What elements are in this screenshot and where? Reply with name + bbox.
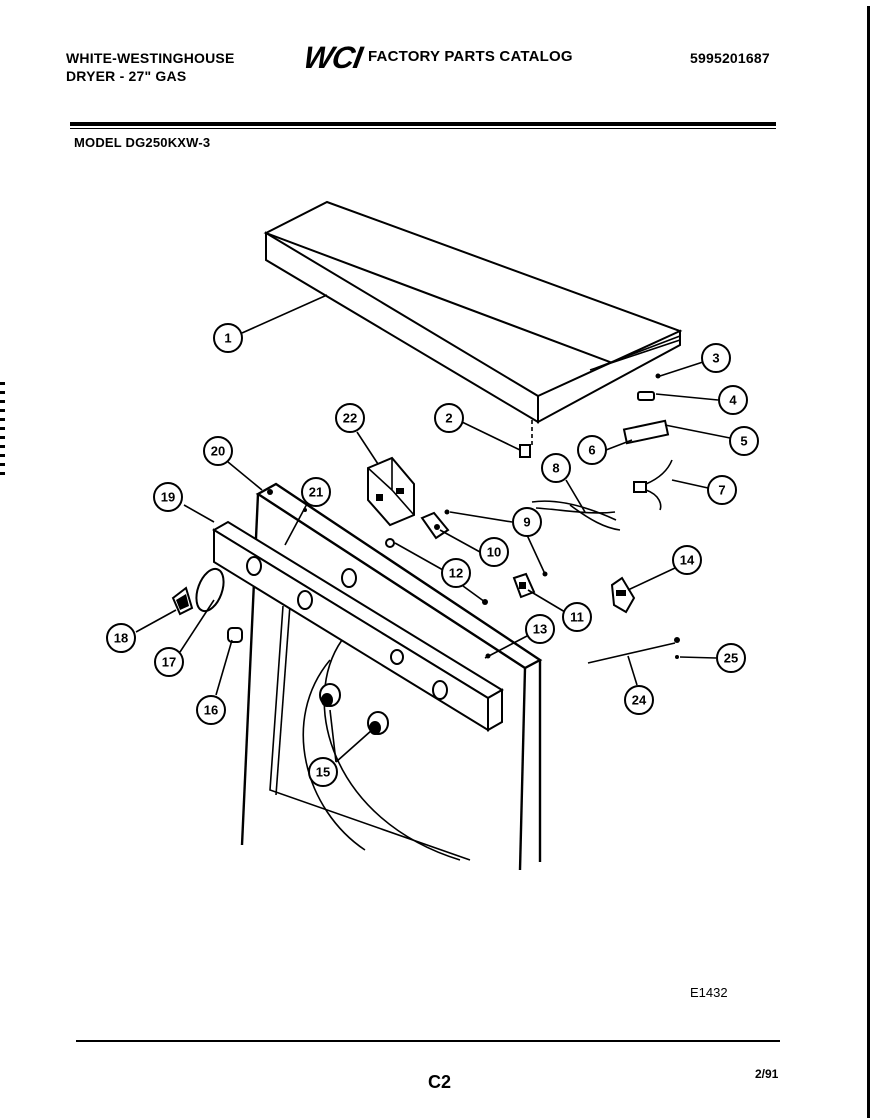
callout-label: 12	[449, 566, 463, 581]
page-number: C2	[428, 1072, 452, 1092]
callout-10: 10	[479, 537, 509, 567]
callout-label: 6	[588, 443, 595, 458]
timer-part	[367, 456, 415, 527]
callout-14: 14	[672, 545, 702, 575]
footer-rule	[76, 1040, 780, 1042]
brand-name: WHITE-WESTINGHOUSE	[66, 50, 235, 66]
hardware-parts	[267, 373, 680, 659]
leader-lines	[135, 294, 731, 763]
switch-parts	[420, 511, 636, 614]
binding-marks	[0, 382, 5, 480]
callout-4: 4	[718, 385, 748, 415]
callout-label: 4	[729, 393, 737, 408]
diagram-code: E1432	[690, 985, 728, 1000]
callout-label: 25	[724, 651, 738, 666]
callout-label: 14	[680, 553, 695, 568]
callout-label: 5	[740, 434, 747, 449]
catalog-number: 5995201687	[690, 50, 770, 66]
top-panel-part	[263, 200, 683, 445]
callout-13: 13	[525, 614, 555, 644]
callout-22: 22	[335, 403, 365, 433]
callout-label: 7	[718, 483, 725, 498]
callout-24: 24	[624, 685, 654, 715]
callout-label: 21	[309, 485, 323, 500]
callout-15: 15	[308, 757, 338, 787]
callout-6: 6	[577, 435, 607, 465]
header-rule-thin	[70, 128, 776, 129]
callout-25: 25	[716, 643, 746, 673]
page-border	[867, 6, 870, 1118]
date-code: 2/91	[755, 1067, 779, 1081]
callout-5: 5	[729, 426, 759, 456]
callout-label: 20	[211, 444, 225, 459]
callout-1: 1	[213, 323, 243, 353]
callout-label: 3	[712, 351, 719, 366]
knobs-part	[319, 683, 389, 735]
callout-label: 18	[114, 631, 128, 646]
product-type: DRYER - 27" GAS	[66, 68, 187, 84]
callout-label: 8	[552, 461, 559, 476]
callout-label: 17	[162, 655, 176, 670]
wire-harness-parts	[531, 459, 676, 664]
callout-label: 15	[316, 765, 330, 780]
callout-16: 16	[196, 695, 226, 725]
control-panel-part	[212, 520, 504, 732]
callout-20: 20	[203, 436, 233, 466]
callout-17: 17	[154, 647, 184, 677]
callout-label: 11	[570, 610, 584, 625]
callout-12: 12	[441, 558, 471, 588]
catalog-title: FACTORY PARTS CATALOG	[368, 48, 573, 65]
callout-2: 2	[434, 403, 464, 433]
callout-label: 2	[445, 411, 452, 426]
callout-label: 22	[343, 411, 357, 426]
callout-9: 9	[512, 507, 542, 537]
callout-label: 13	[533, 622, 547, 637]
callout-label: 16	[204, 703, 218, 718]
callout-18: 18	[106, 623, 136, 653]
callout-11: 11	[562, 602, 592, 632]
callout-label: 9	[523, 515, 530, 530]
callout-label: 1	[224, 331, 231, 346]
callout-label: 10	[487, 545, 501, 560]
model-number: MODEL DG250KXW-3	[74, 135, 211, 150]
callout-7: 7	[707, 475, 737, 505]
callout-21: 21	[301, 477, 331, 507]
callout-19: 19	[153, 482, 183, 512]
callout-label: 24	[632, 693, 647, 708]
cabinet-front-part	[240, 482, 543, 871]
callout-3: 3	[701, 343, 731, 373]
callout-label: 19	[161, 490, 175, 505]
callout-8: 8	[541, 453, 571, 483]
knob-dial-parts	[171, 567, 243, 643]
header-rule	[70, 122, 776, 126]
